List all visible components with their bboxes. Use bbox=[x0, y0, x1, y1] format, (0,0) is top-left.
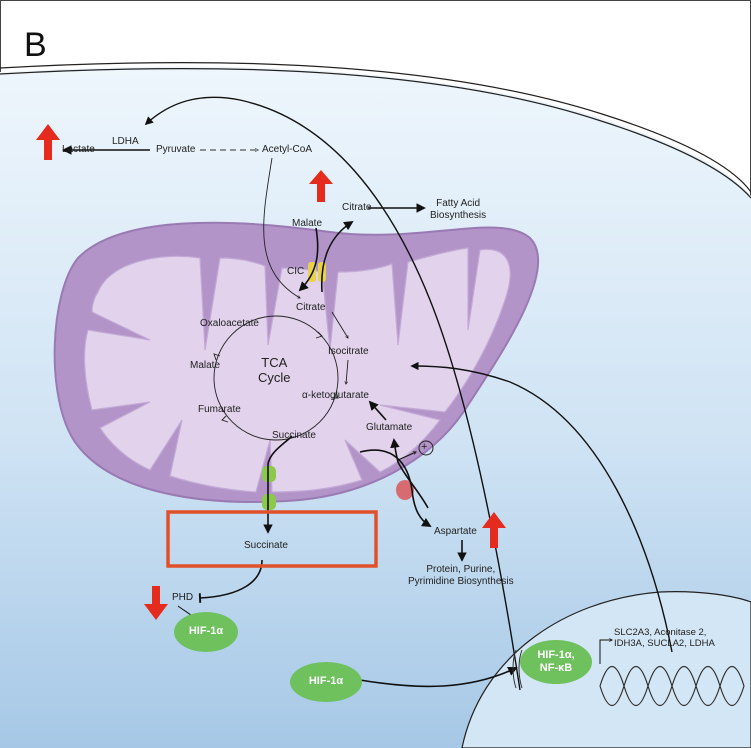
label-malate-matrix: Malate bbox=[190, 360, 221, 371]
label-isocitrate: Isocitrate bbox=[328, 346, 369, 357]
label-biosynthesis: Protein, Purine, Pyrimidine Biosynthesis bbox=[408, 564, 514, 587]
acetylcoa-to-citrate-arrow bbox=[263, 157, 300, 298]
label-plus: + bbox=[421, 441, 428, 453]
lactate-up-arrow-icon bbox=[36, 124, 60, 160]
tca-enzymes-feedback-arrow bbox=[410, 361, 673, 653]
label-citrate-cytosol: Citrate bbox=[342, 202, 372, 213]
transcription-arrow bbox=[599, 640, 612, 664]
tca-arrowhead bbox=[315, 331, 323, 339]
succinate-transporter-top bbox=[262, 466, 276, 482]
citrate-export-arrow bbox=[320, 220, 354, 293]
label-aspartate: Aspartate bbox=[434, 526, 477, 537]
label-fatty-acid-biosynthesis: Fatty Acid Biosynthesis bbox=[430, 198, 487, 221]
label-lactate: Lactate bbox=[62, 144, 95, 155]
label-malate-cytosol: Malate bbox=[292, 218, 323, 229]
hif1a-cytoplasmic-node bbox=[290, 662, 362, 702]
glutamate-to-akg-arrow bbox=[368, 400, 387, 421]
label-cic: CIC bbox=[287, 266, 305, 277]
label-alpha-ketoglutarate: α-ketoglutarate bbox=[302, 390, 369, 401]
mitochondrion-inner bbox=[83, 247, 511, 493]
malate-import-arrow bbox=[298, 227, 319, 292]
glutamate-import-arrow bbox=[390, 438, 429, 509]
label-target-genes: SLC2A3, Aconitase 2, IDH3A, SUCLA2, LDHA bbox=[614, 627, 715, 649]
hif1a-degradation-node bbox=[174, 612, 238, 652]
dna-strand-b bbox=[599, 665, 745, 707]
tca-arrowhead bbox=[221, 415, 229, 423]
label-ldha: LDHA bbox=[112, 136, 139, 147]
plus-symbol-circle bbox=[418, 440, 434, 456]
tca-arrowhead bbox=[213, 353, 221, 361]
tca-cycle-ring bbox=[213, 315, 339, 441]
plus-effector-arrow bbox=[397, 452, 416, 461]
label-succinate-cytosol: Succinate bbox=[244, 540, 288, 551]
dna-binding-squiggle bbox=[512, 649, 523, 689]
hif1a-nfkb-node bbox=[520, 640, 592, 684]
label-fumarate: Fumarate bbox=[198, 404, 241, 415]
label-succinate-matrix: Succinate bbox=[272, 430, 316, 441]
label-hif1a-bottom: HIF-1α bbox=[308, 675, 344, 687]
succinate-transporter-bottom bbox=[262, 494, 276, 510]
aspartate-up-arrow-icon bbox=[482, 512, 506, 548]
phd-down-arrow-icon bbox=[144, 586, 168, 620]
label-glutamate: Glutamate bbox=[366, 422, 413, 433]
succinate-highlight-box bbox=[166, 510, 378, 568]
isocitrate-to-akg-arrow bbox=[346, 359, 349, 384]
citrate-up-arrow-icon bbox=[309, 170, 333, 202]
label-phd: PHD bbox=[172, 592, 194, 603]
label-citrate-matrix: Citrate bbox=[296, 302, 326, 313]
citrate-to-isocitrate-arrow bbox=[331, 311, 348, 338]
label-pyruvate: Pyruvate bbox=[156, 144, 196, 155]
aspartate-glutamate-carrier bbox=[396, 480, 414, 500]
succinate-export-arrow bbox=[263, 435, 293, 534]
panel-letter: B bbox=[24, 26, 47, 64]
label-hif-nfkb: HIF-1α, NF-κB bbox=[537, 649, 575, 674]
cell-membrane-outer bbox=[0, 61, 751, 193]
label-tca-cycle: TCA Cycle bbox=[258, 355, 291, 385]
aspartate-export-arrow bbox=[359, 449, 432, 527]
hif-nuclear-translocation-arrow bbox=[359, 666, 518, 688]
cell-membrane-inner bbox=[0, 67, 751, 199]
tca-arrowhead bbox=[332, 391, 339, 399]
label-acetyl-coa: Acetyl-CoA bbox=[262, 144, 313, 155]
label-oxaloacetate: Oxaloacetate bbox=[200, 318, 259, 329]
label-hif1a-left: HIF-1α bbox=[188, 625, 224, 637]
